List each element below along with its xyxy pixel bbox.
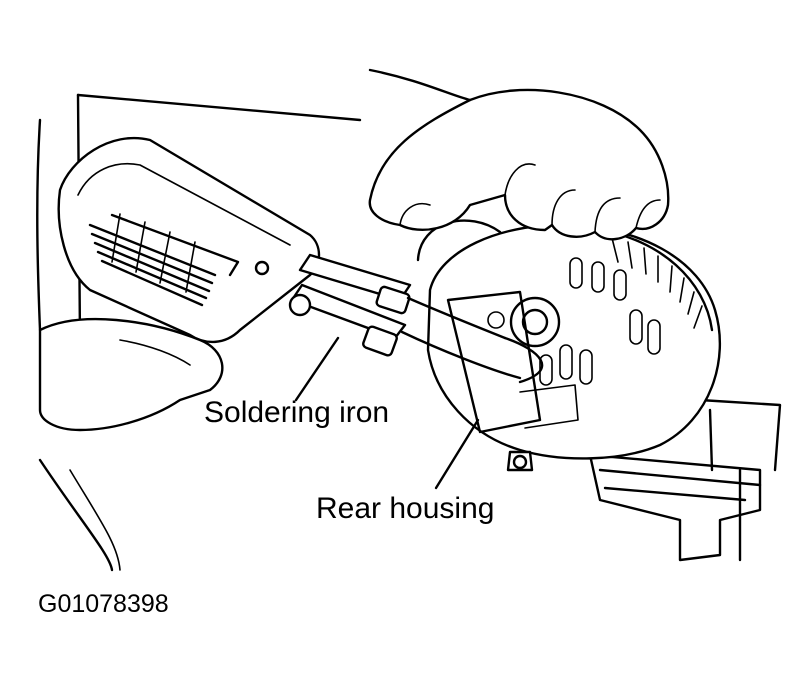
vise-block bbox=[588, 398, 782, 562]
upper-hand bbox=[368, 68, 670, 241]
label-soldering-iron: Soldering iron bbox=[204, 396, 390, 429]
vent-grille bbox=[88, 213, 240, 307]
leader-soldering-iron bbox=[294, 336, 340, 402]
alternator bbox=[416, 191, 722, 472]
leader-rear-housing bbox=[434, 418, 480, 490]
lower-hand bbox=[36, 118, 224, 432]
figure-id: G01078398 bbox=[38, 590, 169, 618]
label-rear-housing: Rear housing bbox=[316, 492, 495, 525]
soldering-gun bbox=[57, 136, 544, 384]
